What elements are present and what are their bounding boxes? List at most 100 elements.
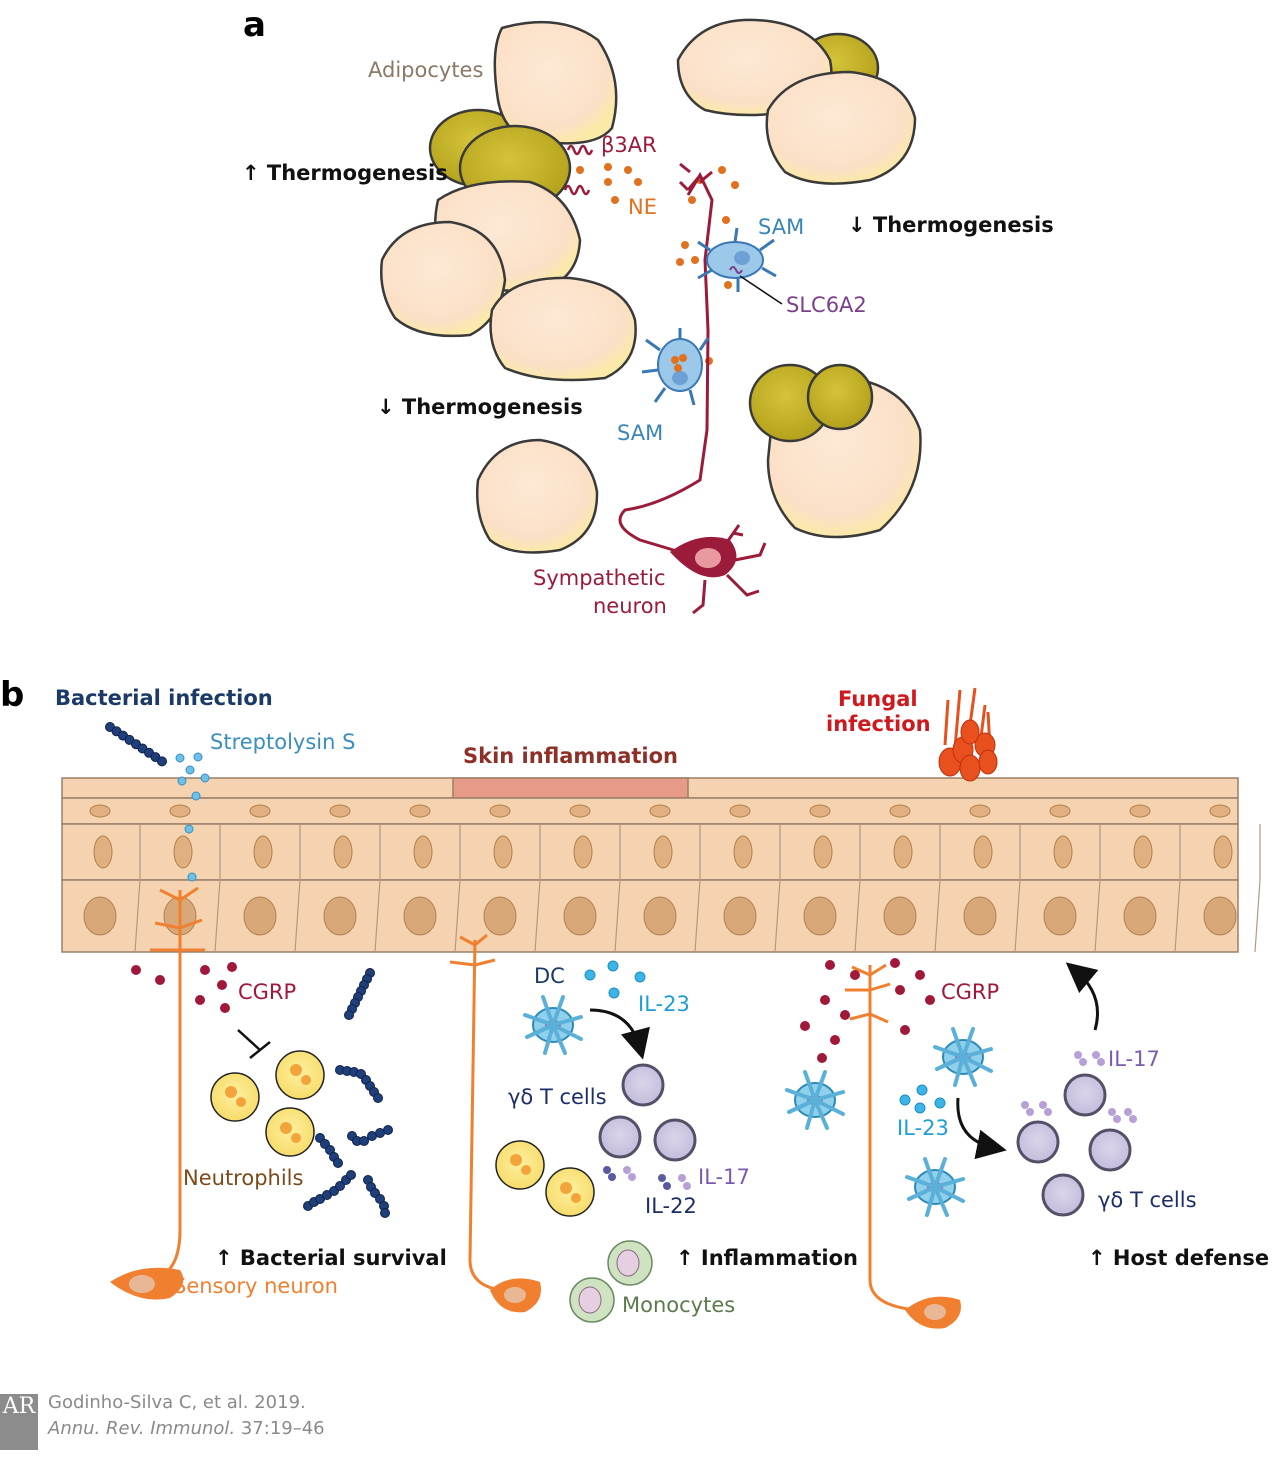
cell-border xyxy=(1014,879,1021,953)
dc-dendrite xyxy=(961,1055,977,1087)
cell-border xyxy=(134,879,141,953)
nucleus xyxy=(253,835,273,869)
nucleus xyxy=(1053,835,1073,869)
fungal-hyphae-icon xyxy=(938,687,998,782)
citation-text: Godinho-Silva C, et al. 2019. Annu. Rev.… xyxy=(48,1390,325,1442)
skin-cell-nuclei xyxy=(83,804,1261,953)
sam-macrophage-icon xyxy=(697,227,777,292)
coccus xyxy=(333,1158,343,1168)
nucleus xyxy=(333,835,353,869)
dc-dendrite xyxy=(551,1023,583,1041)
dc-dendrite xyxy=(813,1070,827,1102)
curved-arrow-icon xyxy=(589,1008,650,1060)
beta3ar-label: β3AR xyxy=(601,133,657,157)
inflamed-skin-cells xyxy=(452,777,689,799)
dc-dendrite xyxy=(805,1098,817,1130)
nucleus xyxy=(413,835,433,869)
nucleus xyxy=(93,835,113,869)
cell-border xyxy=(214,879,221,953)
sensory-axon-right xyxy=(868,965,916,1312)
gd-t-cells-label-middle: γδ T cells xyxy=(508,1085,607,1109)
white-adipocyte xyxy=(765,70,917,185)
nucleus xyxy=(893,835,913,869)
gd-t-cells-label-right: γδ T cells xyxy=(1098,1188,1197,1212)
gamma-delta-t-cells xyxy=(598,1063,1132,1217)
sam-label-top: SAM xyxy=(758,215,805,239)
sensory-neuron-soma-icon xyxy=(110,1267,184,1300)
nucleus xyxy=(963,896,997,936)
dc-dendrite xyxy=(923,1157,937,1189)
fungal-infection-heading-line2: infection xyxy=(826,712,931,736)
nucleus xyxy=(733,835,753,869)
dendritic-cell-icon xyxy=(523,995,583,1055)
down-thermogenesis-right-effect: ↓ Thermogenesis xyxy=(848,213,1054,237)
il17-label-right: IL-17 xyxy=(1108,1047,1160,1071)
sensory-axon-middle xyxy=(468,939,501,1292)
white-adipocyte xyxy=(380,220,507,338)
bacteria-chain-icon xyxy=(105,722,167,767)
nucleus xyxy=(483,896,517,936)
fungal-infection-heading-line1: Fungal xyxy=(838,687,918,711)
dendritic-cell-icon xyxy=(933,1027,993,1087)
slc6a2-transporter-icon xyxy=(729,266,743,274)
dc-dendrite xyxy=(933,1185,949,1217)
nucleus xyxy=(493,835,513,869)
nucleus xyxy=(169,804,191,818)
bacteria-chain-icon xyxy=(315,1133,343,1168)
streptolysin-dots xyxy=(175,752,210,882)
dendritic-cells xyxy=(523,995,993,1217)
nucleus xyxy=(173,835,193,869)
nucleus xyxy=(329,804,351,818)
dc-dendrite xyxy=(803,1070,817,1102)
sam-macrophage-icon xyxy=(641,328,710,406)
cell-border xyxy=(534,879,541,953)
cell-border xyxy=(854,879,861,953)
nucleus xyxy=(653,835,673,869)
nucleus xyxy=(1203,896,1237,936)
adipocyte-cells xyxy=(380,18,922,554)
nucleus xyxy=(563,896,597,936)
nucleus xyxy=(1209,804,1231,818)
nucleus xyxy=(403,896,437,936)
cell-border xyxy=(454,879,461,953)
monocytes-label: Monocytes xyxy=(622,1293,736,1317)
dc-dendrite xyxy=(961,1047,993,1059)
nucleus xyxy=(323,896,357,936)
coccus xyxy=(380,1208,390,1218)
dc-dendrite xyxy=(951,1027,965,1059)
sympathetic-axon xyxy=(618,171,714,557)
citation-journal-line: Annu. Rev. Immunol. 37:19–46 xyxy=(48,1416,325,1442)
sensory-neuron-label: Sensory neuron xyxy=(173,1274,338,1298)
nucleus xyxy=(813,835,833,869)
sensory-neuron-soma-icon xyxy=(490,1278,541,1313)
citation-journal: Annu. Rev. Immunol. xyxy=(48,1418,236,1439)
down-thermogenesis-left-effect: ↓ Thermogenesis xyxy=(377,395,583,419)
nucleus xyxy=(803,896,837,936)
il22-dots xyxy=(603,1166,671,1190)
il22-label: IL-22 xyxy=(645,1194,697,1218)
inflammation-effect: ↑ Inflammation xyxy=(676,1246,858,1270)
bacteria-chain-icon xyxy=(344,968,375,1020)
nucleus xyxy=(1043,896,1077,936)
sympathetic-neuron-soma-icon xyxy=(670,524,767,615)
il17-label-middle: IL-17 xyxy=(698,1165,750,1189)
bacteria-chain-icon xyxy=(335,1065,383,1103)
nucleus xyxy=(889,804,911,818)
sensory-neuron-soma-icon xyxy=(905,1296,961,1329)
nucleus xyxy=(1123,896,1157,936)
slc6a2-pointer-line xyxy=(739,275,783,305)
coccus xyxy=(359,1136,369,1146)
sympathetic-neuron-label-line1: Sympathetic xyxy=(533,566,666,590)
cell-border xyxy=(614,879,621,953)
nucleus xyxy=(809,804,831,818)
dc-dendrite xyxy=(813,1090,845,1102)
nucleus xyxy=(1133,835,1153,869)
dc-dendrite xyxy=(551,1023,567,1055)
skin-inflammation-heading: Skin inflammation xyxy=(463,744,678,768)
dendritic-cell-icon xyxy=(785,1070,845,1130)
dc-dendrite xyxy=(905,1175,937,1189)
bacteria-chain-icon xyxy=(363,1175,390,1218)
adipocytes-label: Adipocytes xyxy=(368,58,484,82)
cgrp-dots xyxy=(131,958,935,1063)
cell-border xyxy=(1254,879,1261,953)
